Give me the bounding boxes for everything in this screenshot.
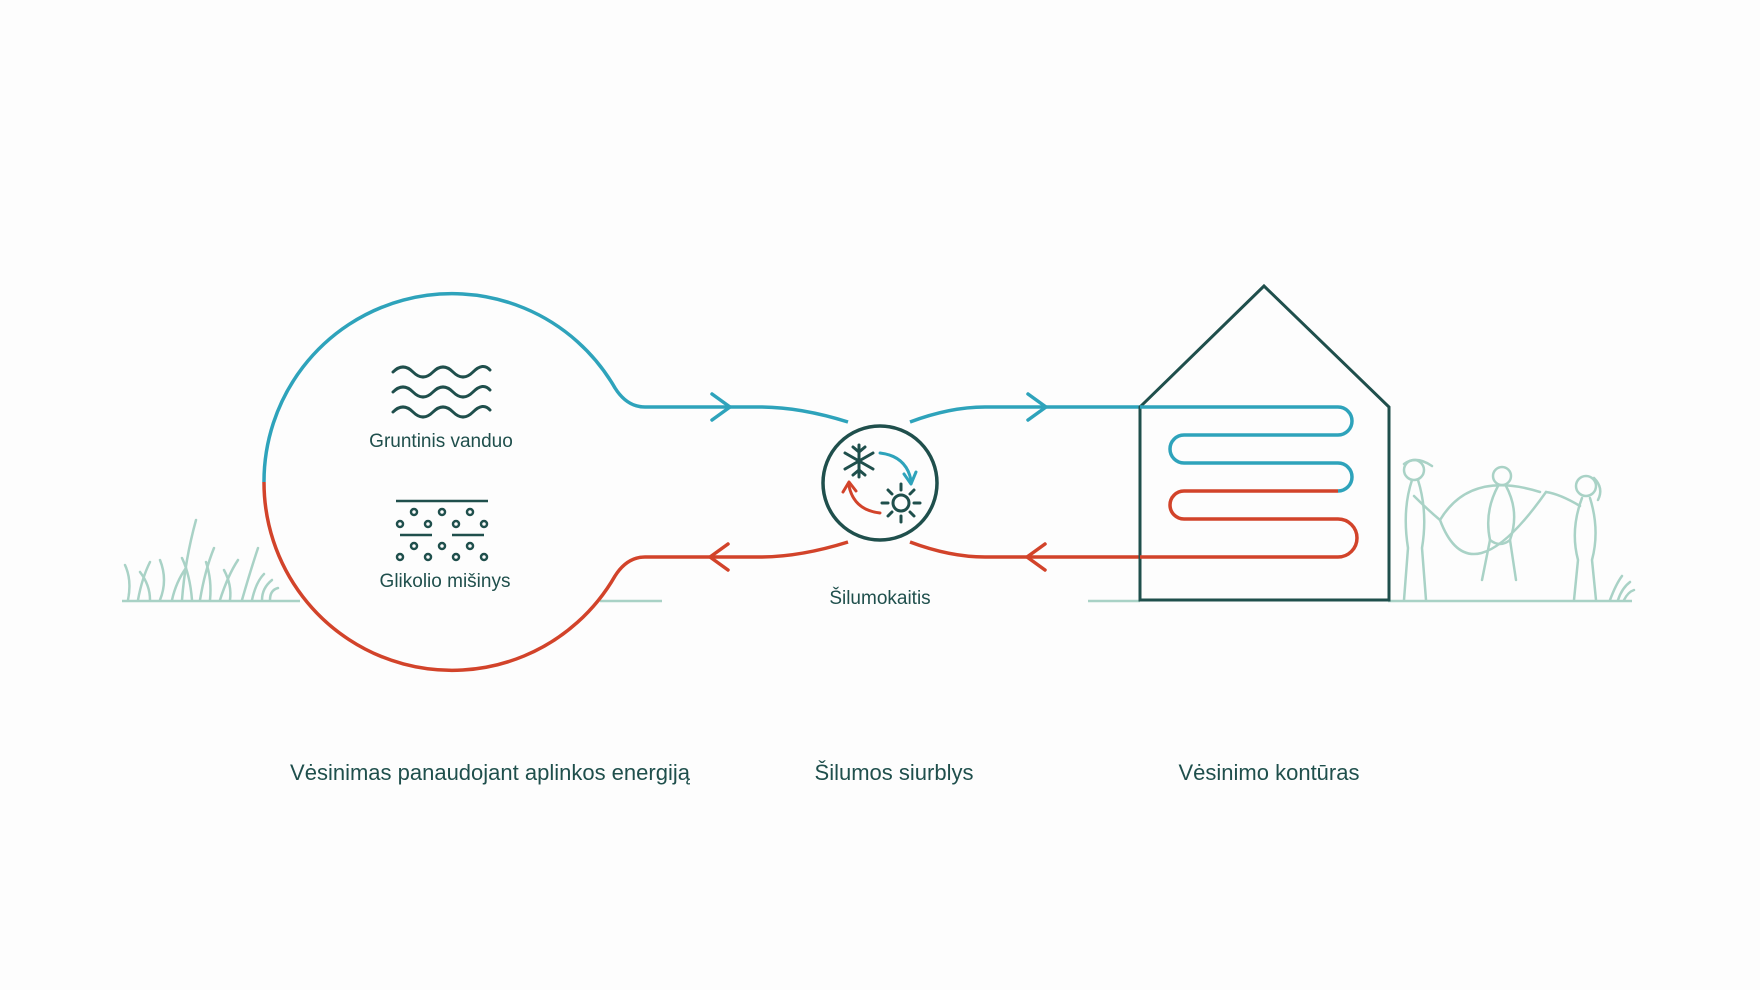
heat-exchanger-label: Šilumokaitis [829, 588, 931, 609]
house-supply-pipes [909, 405, 1140, 559]
children-playing-illustration [1402, 458, 1636, 602]
water-waves-icon [391, 365, 492, 419]
hot-cycle-arrow-icon [847, 484, 882, 515]
ground-loop-cold-arc [262, 291, 849, 483]
arrow-left-icon [708, 542, 730, 572]
section-ambient-label: Vėsinimas panaudojant aplinkos energiją [290, 760, 690, 785]
cooling-loop-cold [1140, 405, 1354, 493]
house-icon [1138, 283, 1391, 602]
snowflake-icon [843, 443, 875, 479]
groundwater-label: Gruntinis vanduo [369, 431, 513, 452]
glycol-label: Glikolio mišinys [379, 571, 511, 592]
grass-illustration [123, 518, 280, 602]
arrow-right-icon [710, 392, 732, 422]
cooling-loop-hot [1140, 489, 1359, 559]
cold-cycle-arrowhead [902, 470, 918, 486]
section-cooling-label: Vėsinimo kontūras [1178, 760, 1360, 785]
sun-icon [880, 482, 922, 524]
ground-loop [262, 291, 849, 673]
ground-loop-hot-arc [262, 481, 849, 673]
section-heat-pump-label: Šilumos siurblys [814, 760, 974, 785]
cold-cycle-arrow-icon [878, 451, 913, 482]
hot-cycle-arrowhead [841, 480, 858, 494]
arrow-left-icon [1025, 542, 1047, 572]
heat-exchanger [821, 424, 939, 542]
glycol-mixture-icon [395, 499, 489, 562]
arrow-right-icon [1026, 392, 1048, 422]
